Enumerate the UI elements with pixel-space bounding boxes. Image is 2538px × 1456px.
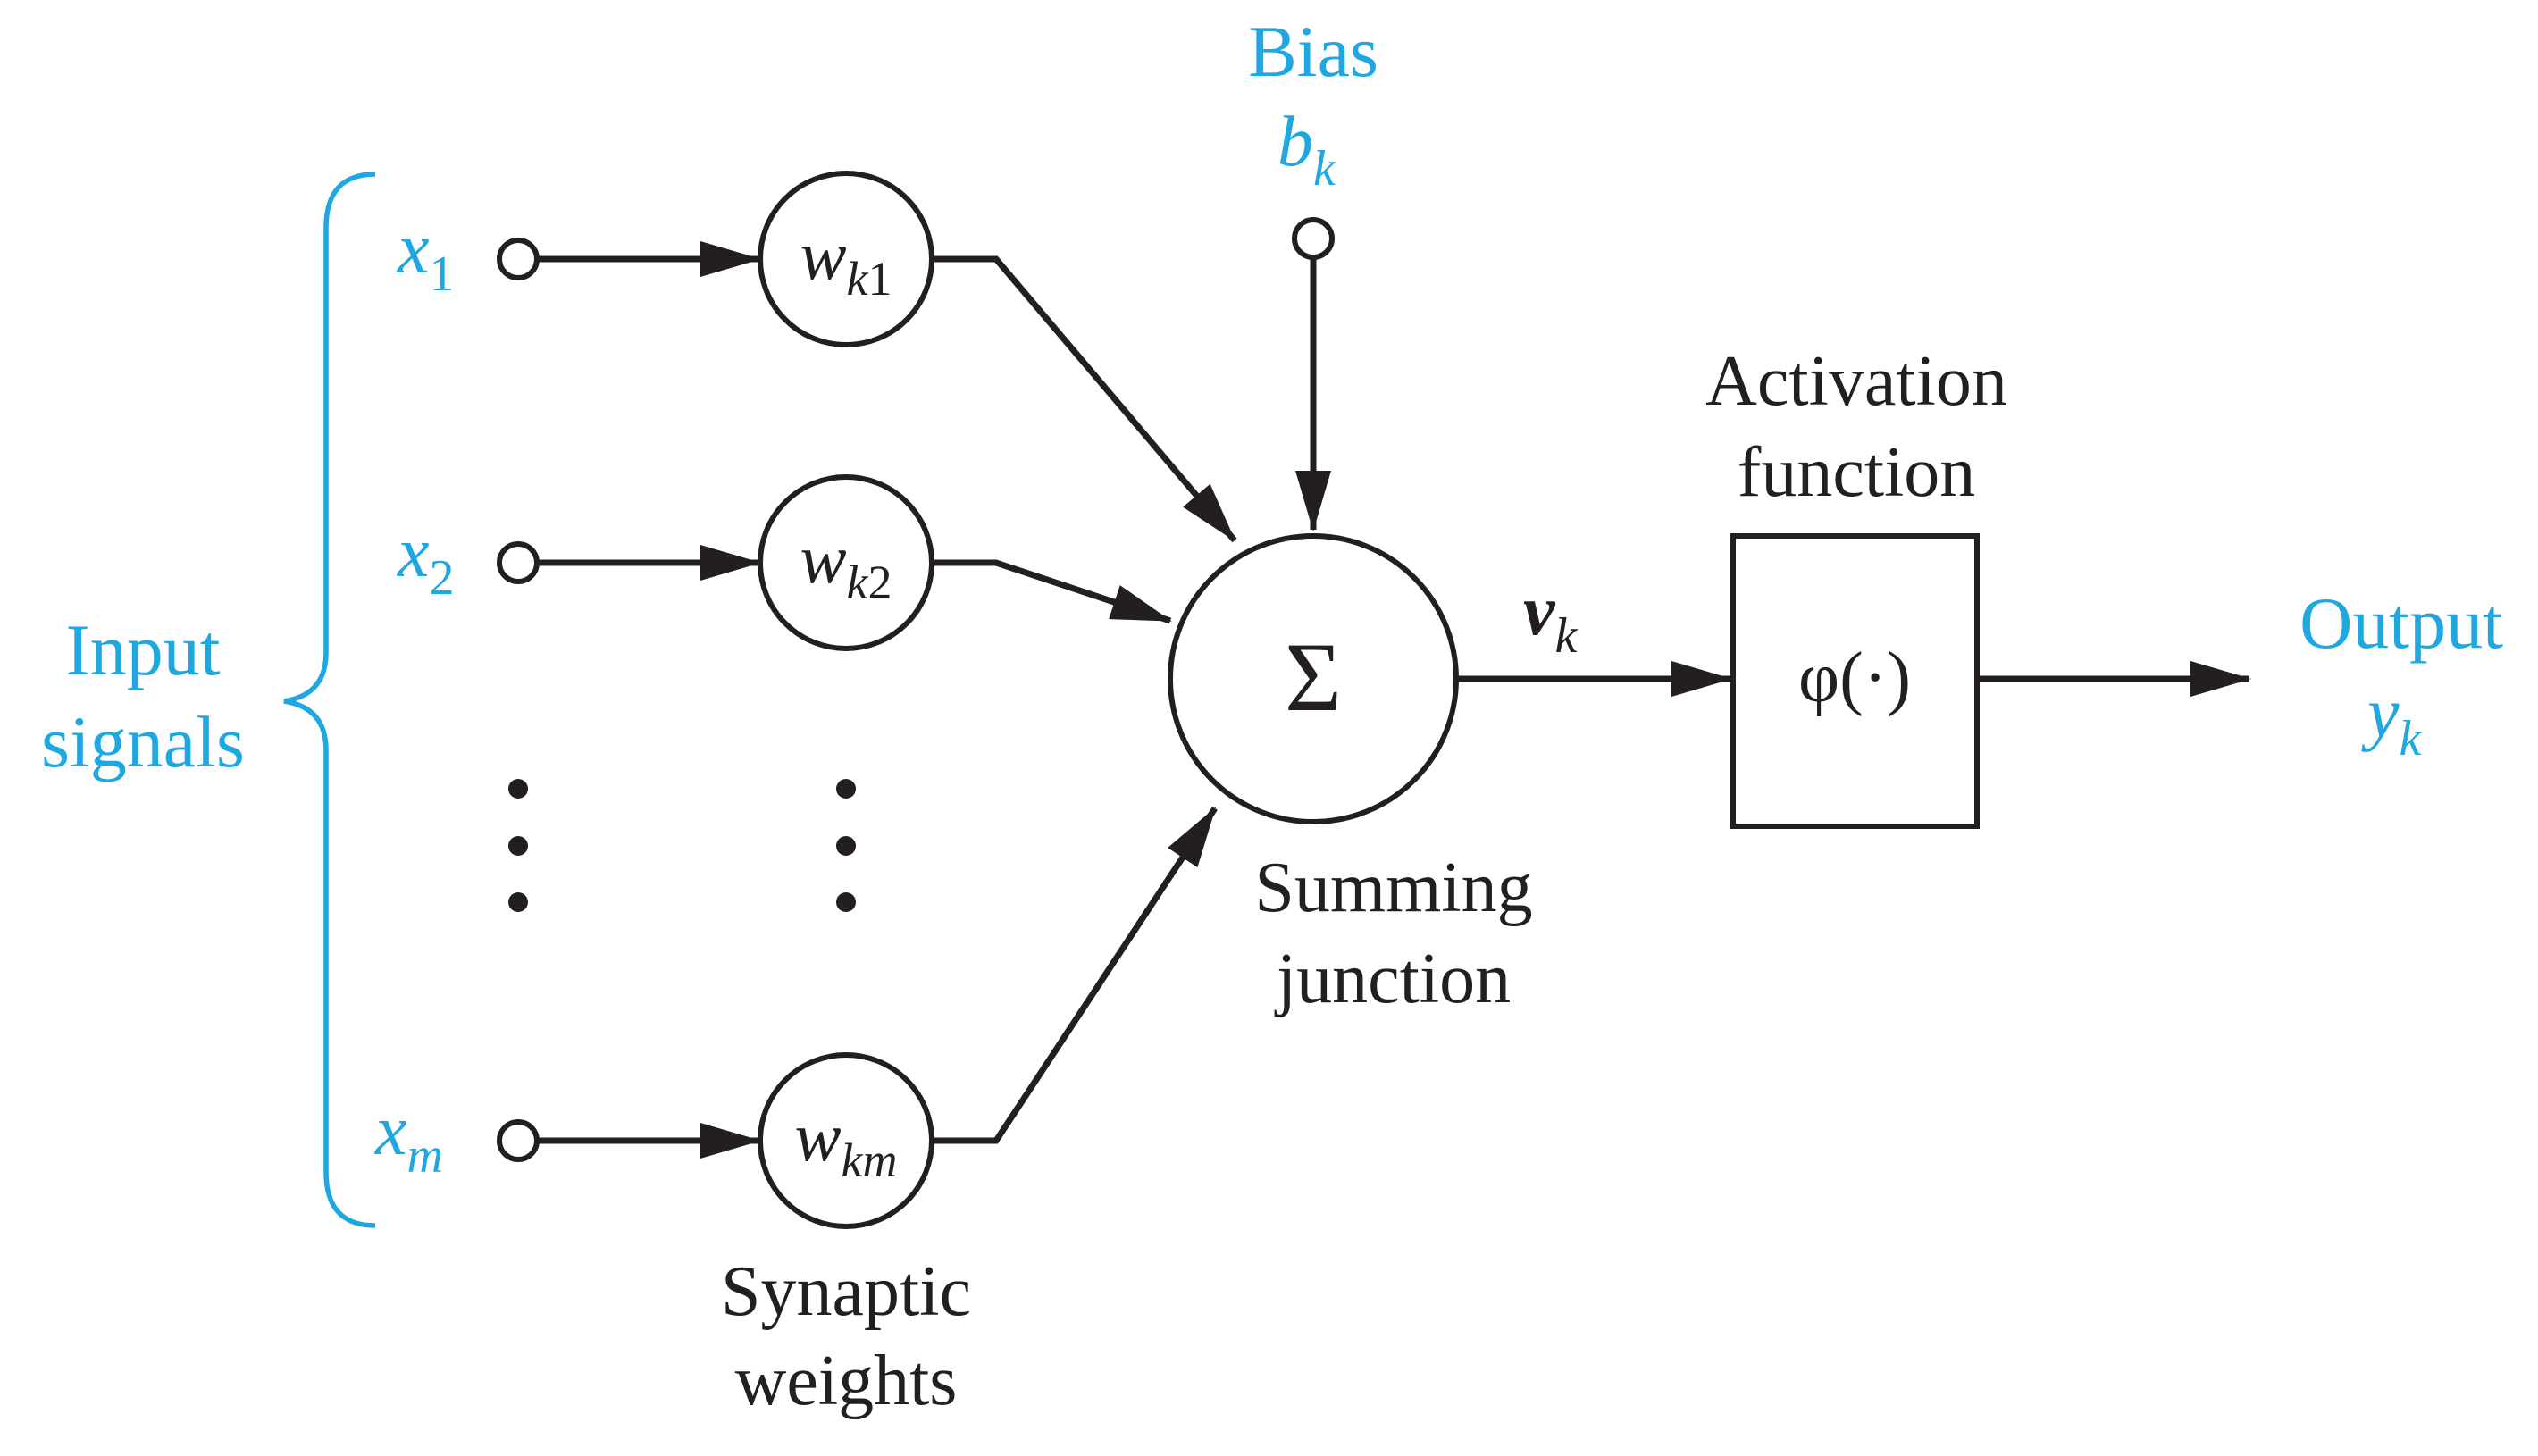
input-signals-label: Input xyxy=(65,609,220,690)
input-xm-label: xm xyxy=(374,1092,443,1184)
wkm-to-sum-arrow xyxy=(932,807,1218,1144)
input-ellipsis xyxy=(508,779,528,912)
input-signals-brace xyxy=(283,172,376,1228)
input-x1-terminal xyxy=(497,238,540,280)
input-x1-label: x1 xyxy=(397,210,455,302)
activation-function-label-line2: function xyxy=(1738,433,1976,512)
input-x2-terminal xyxy=(497,541,540,584)
weight-wk1-label: wk1 xyxy=(800,216,892,305)
activation-function-label: Activation xyxy=(1705,342,2007,421)
wk1-to-sum-arrow xyxy=(932,255,1237,543)
input-signals-label-line2: signals xyxy=(41,701,245,782)
output-label: Output xyxy=(2299,582,2503,664)
summing-junction-label: Summing xyxy=(1254,849,1532,927)
input-x2-label: x2 xyxy=(397,514,455,606)
summing-junction-label-line2: junction xyxy=(1274,940,1511,1018)
weight-wk2-label: wk2 xyxy=(800,520,892,609)
synaptic-weights-label: Synaptic xyxy=(721,1252,971,1331)
summing-symbol: Σ xyxy=(1285,623,1342,732)
activation-function-symbol: φ(·) xyxy=(1798,639,1911,717)
activation-function-box xyxy=(1730,533,1980,829)
wk2-to-sum-arrow xyxy=(932,559,1172,624)
input-xm-terminal xyxy=(497,1119,540,1162)
bias-terminal xyxy=(1292,217,1335,260)
weight-ellipsis xyxy=(836,779,856,912)
induced-field-label: vk xyxy=(1523,572,1579,664)
bias-label: Bias xyxy=(1248,11,1378,92)
weight-wkm-label: wkm xyxy=(795,1098,898,1187)
bias-symbol: bk xyxy=(1277,103,1336,197)
output-symbol: yk xyxy=(2361,674,2423,766)
synaptic-weights-label-line2: weights xyxy=(735,1342,958,1420)
